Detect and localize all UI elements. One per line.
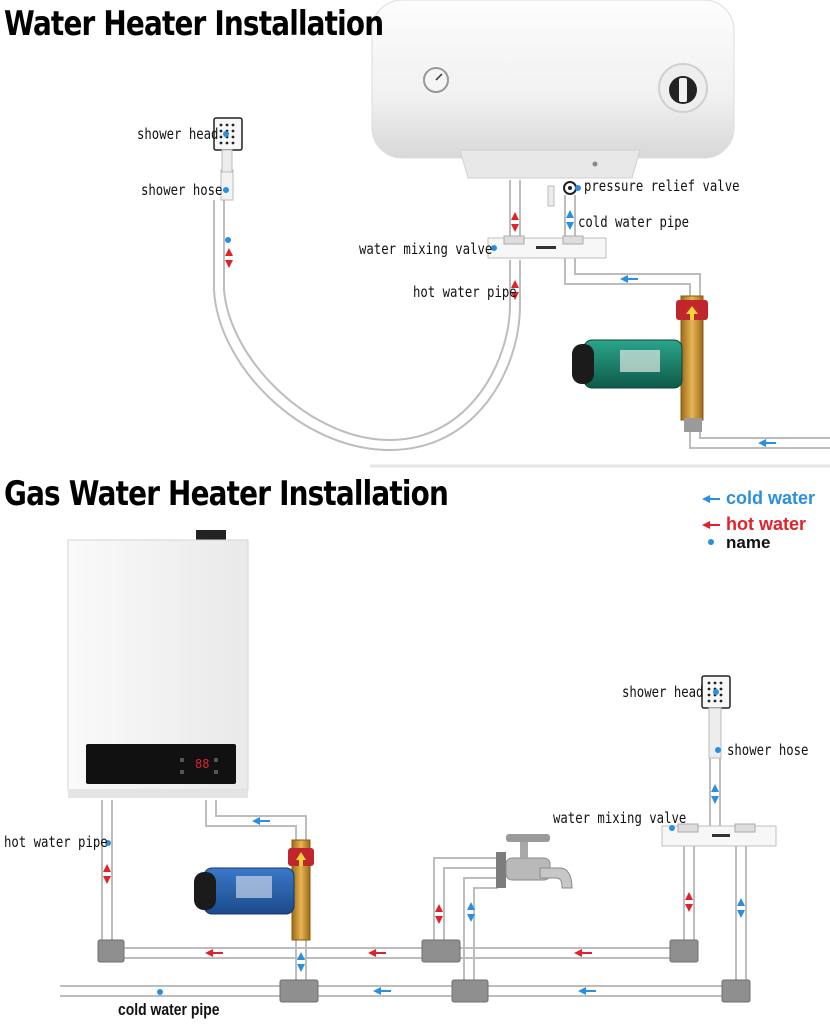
legend-name: name — [726, 533, 771, 552]
faucet-icon — [496, 834, 573, 889]
legend-markers — [702, 495, 720, 545]
shower-hose-connector — [220, 169, 234, 201]
legend-cold-arrow-icon — [702, 495, 710, 503]
bottom-label-shower-head: shower head — [622, 683, 704, 701]
bottom-diagram-title: Gas Water Heater Installation — [4, 474, 449, 514]
temperature-gauge-icon — [423, 67, 449, 93]
pipe-fittings — [97, 939, 751, 1003]
bottom-label-shower-hose: shower hose — [727, 741, 809, 759]
bottom-water-mixing-valve — [661, 823, 777, 847]
bottom-label-cold-water-pipe: cold water pipe — [118, 1000, 220, 1019]
legend-hot-arrow-icon — [702, 521, 710, 529]
bottom-label-water-mixing-valve: water mixing valve — [553, 809, 687, 827]
top-label-water-mixing-valve: water mixing valve — [359, 240, 493, 258]
display-digits-icon: 88 — [195, 757, 209, 771]
top-label-shower-hose: shower hose — [141, 181, 223, 199]
bottom-shower-head-icon — [701, 675, 731, 759]
top-diagram-title: Water Heater Installation — [4, 4, 384, 44]
bottom-label-hot-water-pipe: hot water pipe — [4, 833, 108, 851]
top-label-cold-water-pipe: cold water pipe — [578, 213, 690, 231]
legend-cold-water: cold water — [726, 488, 816, 508]
pressure-relief-valve-icon — [547, 181, 577, 207]
legend-name-dot-icon — [708, 539, 714, 545]
gas-water-heater-unit: 88 — [67, 530, 249, 798]
bottom-circulation-pump — [194, 839, 314, 941]
top-label-hot-water-pipe: hot water pipe — [413, 283, 517, 301]
top-flow-markers — [223, 131, 776, 447]
top-label-shower-head: shower head — [137, 125, 219, 143]
electric-water-heater-tank — [371, 0, 735, 179]
top-circulation-pump — [572, 295, 708, 432]
top-label-pressure-relief-valve: pressure relief valve — [584, 177, 740, 195]
top-pipes — [213, 180, 830, 452]
legend-hot-water: hot water — [726, 514, 807, 534]
thermostat-knob-icon — [658, 63, 708, 113]
top-water-mixing-valve — [487, 235, 607, 259]
bottom-flow-markers — [103, 689, 745, 995]
